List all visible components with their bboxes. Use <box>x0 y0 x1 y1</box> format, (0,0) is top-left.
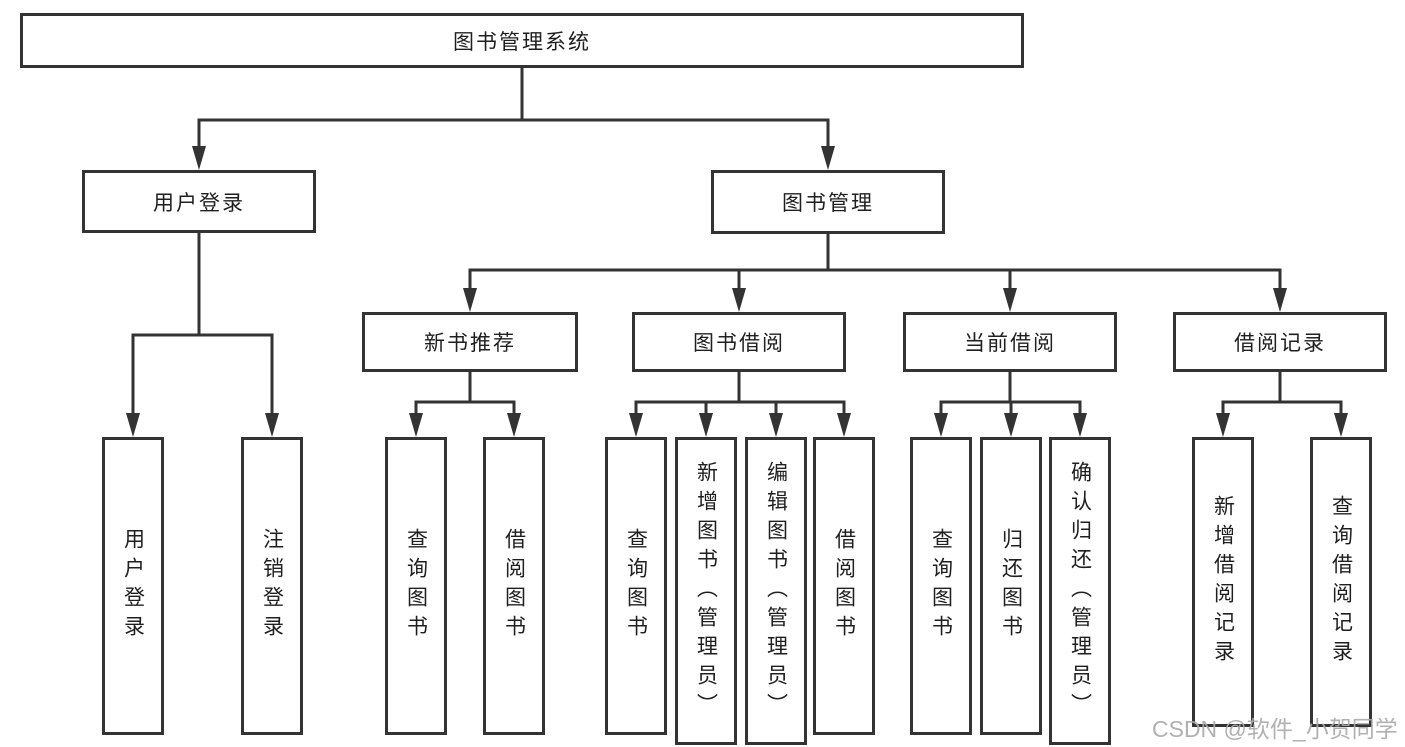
leaf-current-query-books: 查询图书 <box>910 437 972 735</box>
leaf-newrec-query-books: 查询图书 <box>385 437 447 735</box>
leaf-newrec-borrow-books: 借阅图书 <box>483 437 545 735</box>
node-book-borrowing: 图书借阅 <box>632 312 846 372</box>
leaf-edit-books-admin: 编辑图书（管理员） <box>745 437 807 745</box>
node-current-borrowing: 当前借阅 <box>903 312 1117 372</box>
leaf-confirm-return-admin: 确认归还（管理员） <box>1049 437 1111 745</box>
node-root-library-system: 图书管理系统 <box>20 13 1024 68</box>
leaf-return-books: 归还图书 <box>980 437 1042 735</box>
node-new-book-recommend: 新书推荐 <box>362 312 578 372</box>
watermark: CSDN @软件_小贺同学 <box>1152 716 1398 742</box>
leaf-user-login: 用户登录 <box>102 437 164 735</box>
leaf-borrow-borrow-books: 借阅图书 <box>813 437 875 735</box>
node-borrowing-records: 借阅记录 <box>1173 312 1387 372</box>
leaf-add-borrow-record: 新增借阅记录 <box>1192 437 1254 727</box>
leaf-borrow-query-books: 查询图书 <box>605 437 667 735</box>
leaf-add-books-admin: 新增图书（管理员） <box>675 437 737 745</box>
node-book-management: 图书管理 <box>711 170 945 234</box>
leaf-query-borrow-record: 查询借阅记录 <box>1310 437 1372 727</box>
node-user-login: 用户登录 <box>82 170 316 233</box>
leaf-logout: 注销登录 <box>241 437 303 735</box>
